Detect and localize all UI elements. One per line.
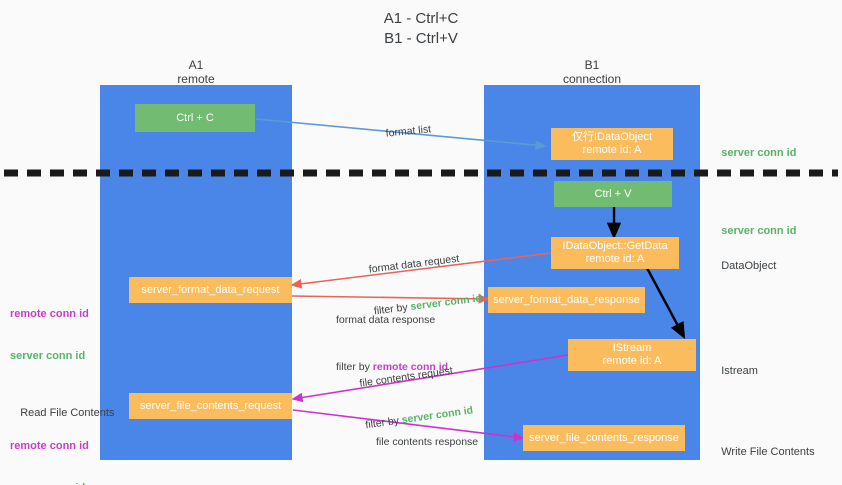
node-ctrl-c-label: Ctrl + C	[176, 111, 214, 124]
edge-label-format-data-response-filter-prefix: filter by	[336, 361, 373, 373]
node-istream[interactable]: IStream remote id: A	[568, 339, 696, 371]
side-label-server-conn-id-mid: server conn id	[709, 210, 796, 252]
node-server-file-contents-response-label: server_file_contents_response	[529, 431, 679, 444]
node-idataobject-getdata-line-1: IDataObject::GetData	[562, 240, 668, 252]
edge-label-file-contents-response-text: file contents response	[376, 436, 479, 448]
side-label-server-conn-id-1: server conn id	[10, 350, 86, 362]
node-server-file-contents-response[interactable]: server_file_contents_response	[523, 425, 685, 451]
node-server-file-contents-request-label: server_file_contents_request	[139, 399, 282, 412]
side-label-server-conn-id-2: server conn id	[10, 482, 85, 485]
node-istream-line-1: IStream	[612, 342, 652, 354]
side-label-server-conn-id-mid-text: server conn id	[721, 225, 797, 237]
side-label-istream: Istream	[709, 350, 758, 392]
node-ctrl-v-label: Ctrl + V	[594, 187, 632, 200]
node-server-format-data-response-label: server_format_data_response	[493, 293, 640, 306]
edge-label-format-data-response-filter-token: remote conn id	[372, 361, 449, 373]
side-label-server-conn-id-top: server conn id	[709, 132, 796, 174]
side-label-read-file-contents-text: Read File Contents	[20, 407, 115, 419]
node-idataobject[interactable]: 仅行IDataObject remote id: A	[551, 128, 673, 160]
edge-label-format-data-response-text: format data response	[336, 314, 436, 326]
side-label-dataobject: DataObject	[709, 245, 776, 287]
edge-label-file-contents-response: file contents response filter by remote …	[348, 407, 478, 485]
node-server-format-data-request[interactable]: server_format_data_request	[129, 277, 292, 303]
node-idataobject-line-2: remote id: A	[582, 144, 642, 156]
side-label-write-file-contents: Write File Contents	[709, 431, 815, 473]
column-header-a1: A1 remote	[100, 58, 292, 86]
node-idataobject-getdata-line-2: remote id: A	[585, 253, 645, 265]
node-server-format-data-request-label: server_format_data_request	[141, 283, 280, 296]
node-idataobject-line-1: 仅行IDataObject	[571, 131, 653, 143]
edge-label-format-data-response: format data response filter by remote co…	[336, 285, 448, 402]
node-server-file-contents-request[interactable]: server_file_contents_request	[129, 393, 292, 419]
node-ctrl-v[interactable]: Ctrl + V	[554, 181, 672, 207]
edge-label-format-data-request-text: format data request	[368, 252, 460, 276]
title-line-2: B1 - Ctrl+V	[384, 30, 458, 47]
edge-label-format-list: format list	[372, 108, 433, 155]
node-ctrl-c[interactable]: Ctrl + C	[135, 104, 255, 132]
side-label-istream-text: Istream	[721, 365, 758, 377]
side-label-conn-ids-lower: remote conn id server conn id	[10, 411, 89, 485]
column-header-a1-name: A1	[188, 58, 204, 72]
node-idataobject-getdata[interactable]: IDataObject::GetData remote id: A	[551, 237, 679, 269]
side-label-conn-ids-upper: remote conn id server conn id	[10, 279, 89, 391]
column-header-b1-name: B1	[584, 58, 600, 72]
page-title: A1 - Ctrl+C B1 - Ctrl+V	[0, 9, 842, 49]
node-istream-line-2: remote id: A	[602, 355, 662, 367]
side-label-read-file-contents: Read File Contents	[8, 392, 114, 434]
column-header-b1: B1 connection	[484, 58, 700, 86]
side-label-server-conn-id-top-text: server conn id	[721, 147, 797, 159]
side-label-dataobject-text: DataObject	[721, 260, 777, 272]
column-header-a1-sub: remote	[177, 72, 215, 86]
title-line-1: A1 - Ctrl+C	[383, 10, 459, 27]
node-server-format-data-response[interactable]: server_format_data_response	[488, 287, 645, 313]
side-label-remote-conn-id-2: remote conn id	[10, 440, 89, 452]
side-label-write-file-contents-text: Write File Contents	[721, 446, 815, 458]
column-header-b1-sub: connection	[562, 72, 622, 86]
edge-label-file-contents-request-text: file contents request	[358, 364, 454, 390]
side-label-remote-conn-id-1: remote conn id	[10, 308, 89, 320]
edge-label-format-list-text: format list	[385, 123, 432, 140]
